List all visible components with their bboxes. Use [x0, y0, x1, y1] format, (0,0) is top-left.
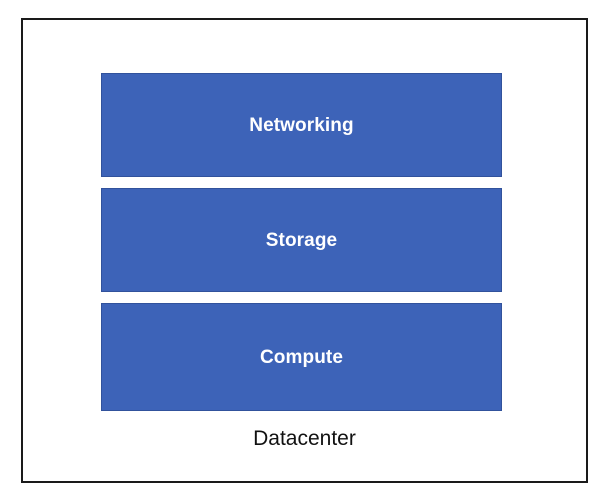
- layer-label-storage: Storage: [265, 229, 338, 251]
- layer-box-networking[interactable]: Networking: [101, 73, 502, 177]
- layer-label-networking: Networking: [249, 114, 354, 136]
- layer-box-storage[interactable]: Storage: [101, 188, 502, 292]
- datacenter-container: Networking Storage Compute Datacenter: [21, 18, 588, 483]
- layer-box-compute[interactable]: Compute: [101, 303, 502, 411]
- layer-label-compute: Compute: [259, 346, 344, 368]
- layer-stack: Networking Storage Compute: [101, 73, 502, 411]
- datacenter-caption: Datacenter: [253, 427, 356, 450]
